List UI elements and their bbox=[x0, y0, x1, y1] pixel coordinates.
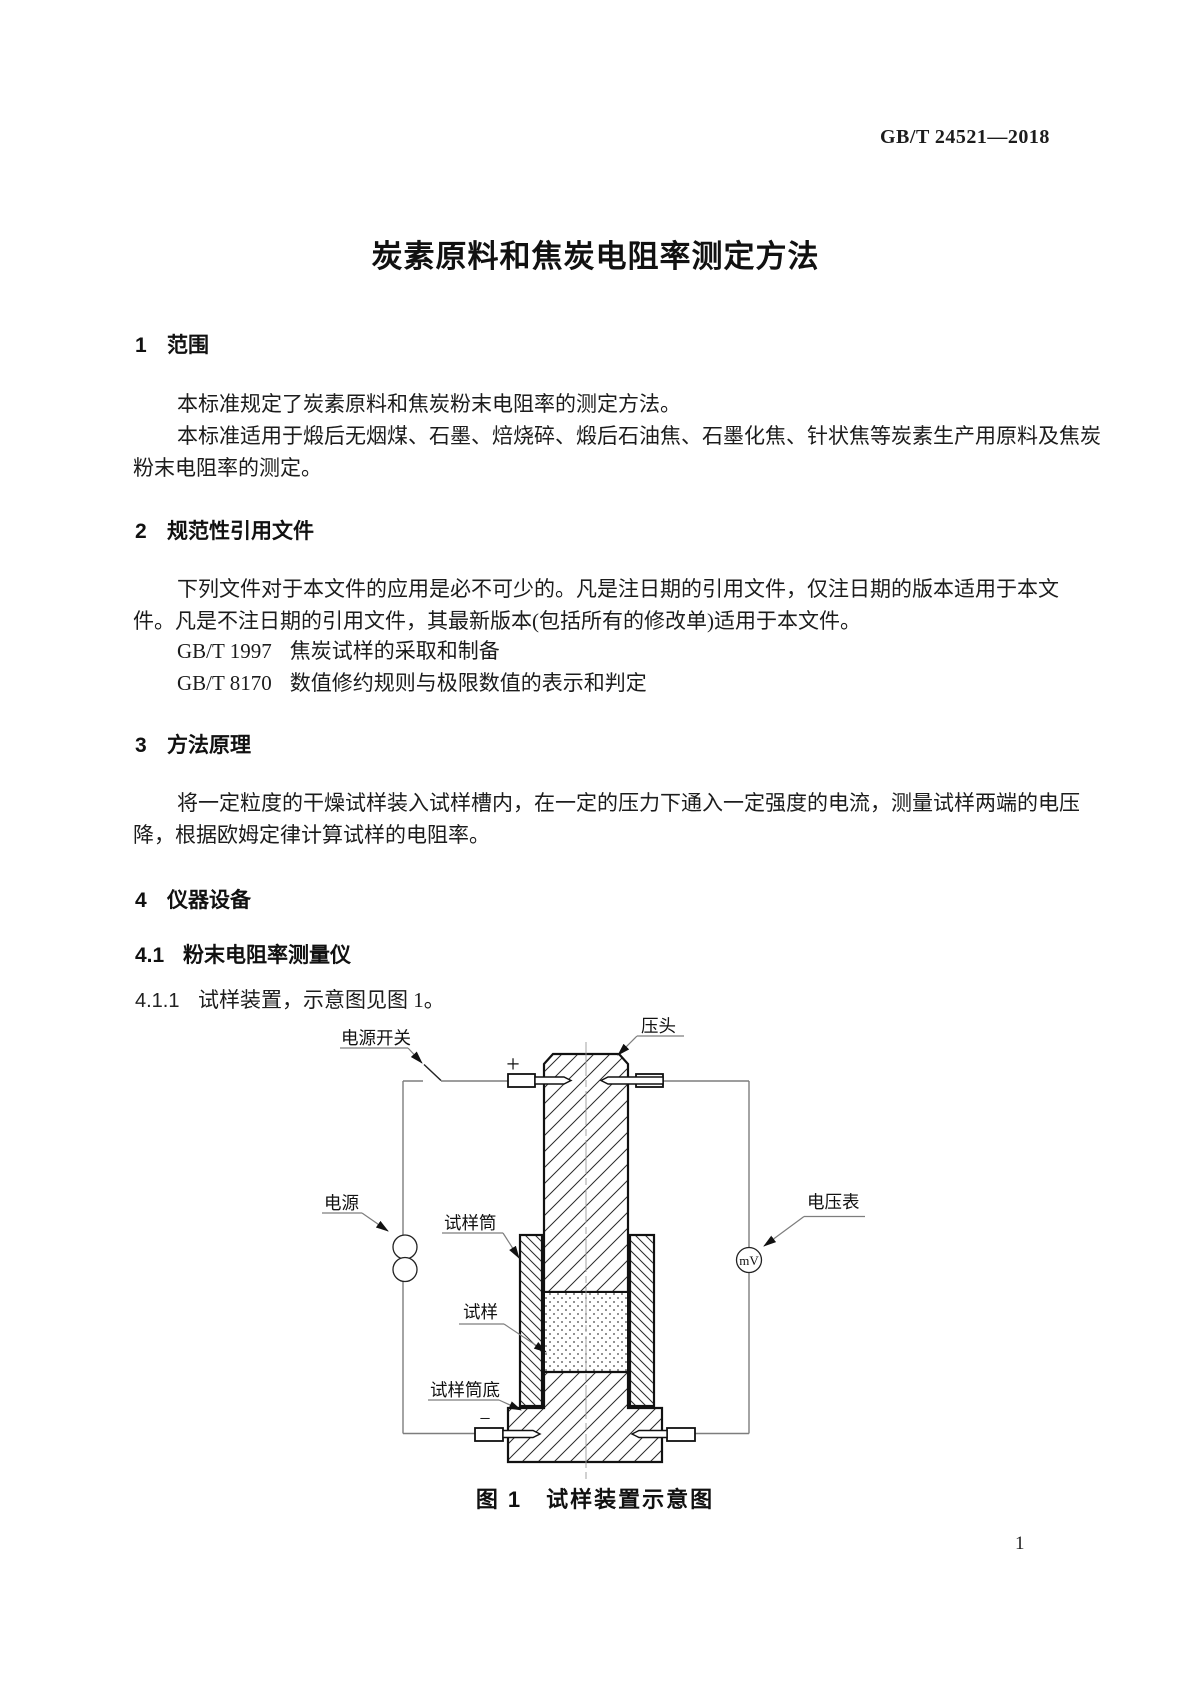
normative-reference: GB/T 1997 焦炭试样的采取和制备 bbox=[177, 638, 500, 664]
power-switch-blade bbox=[423, 1063, 442, 1082]
section-number: 4.1 bbox=[135, 944, 165, 967]
section-title: 粉末电阻率测量仪 bbox=[183, 944, 351, 967]
reference-title: 焦炭试样的采取和制备 bbox=[289, 639, 500, 663]
section-title: 方法原理 bbox=[167, 734, 251, 757]
top-right-pin bbox=[599, 1076, 664, 1085]
section-title: 范围 bbox=[167, 334, 209, 357]
top-left-pin bbox=[534, 1076, 573, 1085]
figure-callouts: 电源开关 压头 电源 电压表 试样筒 试样 bbox=[322, 1016, 865, 1411]
clause-number: 4.1.1 bbox=[135, 990, 180, 1012]
power-label: 电源 bbox=[324, 1193, 359, 1213]
voltmeter-unit-text: mV bbox=[739, 1253, 759, 1268]
section-number: 4 bbox=[135, 889, 147, 912]
clause-text: 试样装置，示意图见图 1。 bbox=[198, 988, 445, 1012]
callout-voltmeter: 电压表 bbox=[763, 1192, 865, 1247]
circuit-wires bbox=[402, 1080, 750, 1435]
body-line: 降，根据欧姆定律计算试样的电阻率。 bbox=[133, 823, 490, 847]
body-line: 将一定粒度的干燥试样装入试样槽内，在一定的压力下通入一定强度的电流，测量试样两端… bbox=[177, 791, 1080, 815]
section-title: 规范性引用文件 bbox=[167, 520, 314, 543]
voltmeter-symbol: mV bbox=[735, 1246, 763, 1274]
section-number: 1 bbox=[135, 334, 147, 357]
cylinder-wall-left bbox=[518, 1233, 544, 1408]
power-switch-label: 电源开关 bbox=[341, 1028, 411, 1048]
section-1-heading: 1 范围 bbox=[135, 329, 209, 359]
normative-reference: GB/T 8170 数值修约规则与极限数值的表示和判定 bbox=[177, 670, 647, 696]
power-source-symbol bbox=[392, 1234, 418, 1283]
page-number: 1 bbox=[1015, 1533, 1025, 1554]
electrode-pins bbox=[474, 1073, 696, 1442]
body-line: 粉末电阻率的测定。 bbox=[133, 456, 322, 480]
figure-caption: 图 1 试样装置示意图 bbox=[475, 1487, 715, 1512]
sample-label: 试样 bbox=[463, 1302, 498, 1322]
body-line: 下列文件对于本文件的应用是必不可少的。凡是注日期的引用文件，仅注日期的版本适用于… bbox=[177, 577, 1059, 601]
section-4-heading: 4 仪器设备 bbox=[135, 884, 251, 914]
figure-1-schematic: mV + − 电源开关 压头 电源 bbox=[322, 1016, 865, 1482]
callout-ram: 压头 bbox=[617, 1016, 684, 1056]
section-2-heading: 2 规范性引用文件 bbox=[135, 515, 314, 545]
bottom-left-pin bbox=[502, 1429, 542, 1439]
body-line: 件。凡是不注日期的引用文件，其最新版本(包括所有的修改单)适用于本文件。 bbox=[133, 609, 861, 633]
voltmeter-label: 电压表 bbox=[807, 1192, 860, 1212]
body-line: 本标准规定了炭素原料和焦炭粉末电阻率的测定方法。 bbox=[177, 392, 681, 416]
callout-sample: 试样 bbox=[459, 1302, 547, 1353]
callout-power-switch: 电源开关 bbox=[340, 1028, 423, 1064]
cylinder-wall-right bbox=[628, 1233, 656, 1408]
cylinder-label: 试样筒 bbox=[444, 1213, 497, 1233]
section-number: 3 bbox=[135, 734, 147, 757]
minus-polarity-mark: − bbox=[479, 1408, 490, 1430]
reference-code: GB/T 1997 bbox=[177, 639, 272, 663]
section-3-heading: 3 方法原理 bbox=[135, 729, 251, 759]
section-title: 仪器设备 bbox=[167, 889, 251, 912]
section-number: 2 bbox=[135, 520, 147, 543]
cylinder-bottom-part bbox=[506, 1370, 664, 1464]
reference-code: GB/T 8170 bbox=[177, 671, 272, 695]
bottom-right-terminal bbox=[666, 1427, 696, 1442]
callout-cylinder-bottom: 试样筒底 bbox=[428, 1380, 522, 1411]
plus-polarity-mark: + bbox=[506, 1052, 520, 1078]
body-line: 本标准适用于煅后无烟煤、石墨、焙烧碎、煅后石油焦、石墨化焦、针状焦等炭素生产用原… bbox=[177, 424, 1101, 448]
standard-number-header: GB/T 24521—2018 bbox=[880, 126, 1050, 148]
callout-cylinder: 试样筒 bbox=[442, 1213, 520, 1259]
section-4-1-heading: 4.1 粉末电阻率测量仪 bbox=[135, 939, 351, 969]
clause-4-1-1: 4.1.1 试样装置，示意图见图 1。 bbox=[135, 984, 445, 1014]
callout-power: 电源 bbox=[322, 1193, 389, 1232]
reference-title: 数值修约规则与极限数值的表示和判定 bbox=[289, 671, 647, 695]
document-title: 炭素原料和焦炭电阻率测定方法 bbox=[371, 239, 820, 274]
cylinder-bottom-label: 试样筒底 bbox=[430, 1380, 500, 1400]
bottom-right-pin bbox=[630, 1429, 668, 1439]
ram-label: 压头 bbox=[641, 1016, 676, 1036]
